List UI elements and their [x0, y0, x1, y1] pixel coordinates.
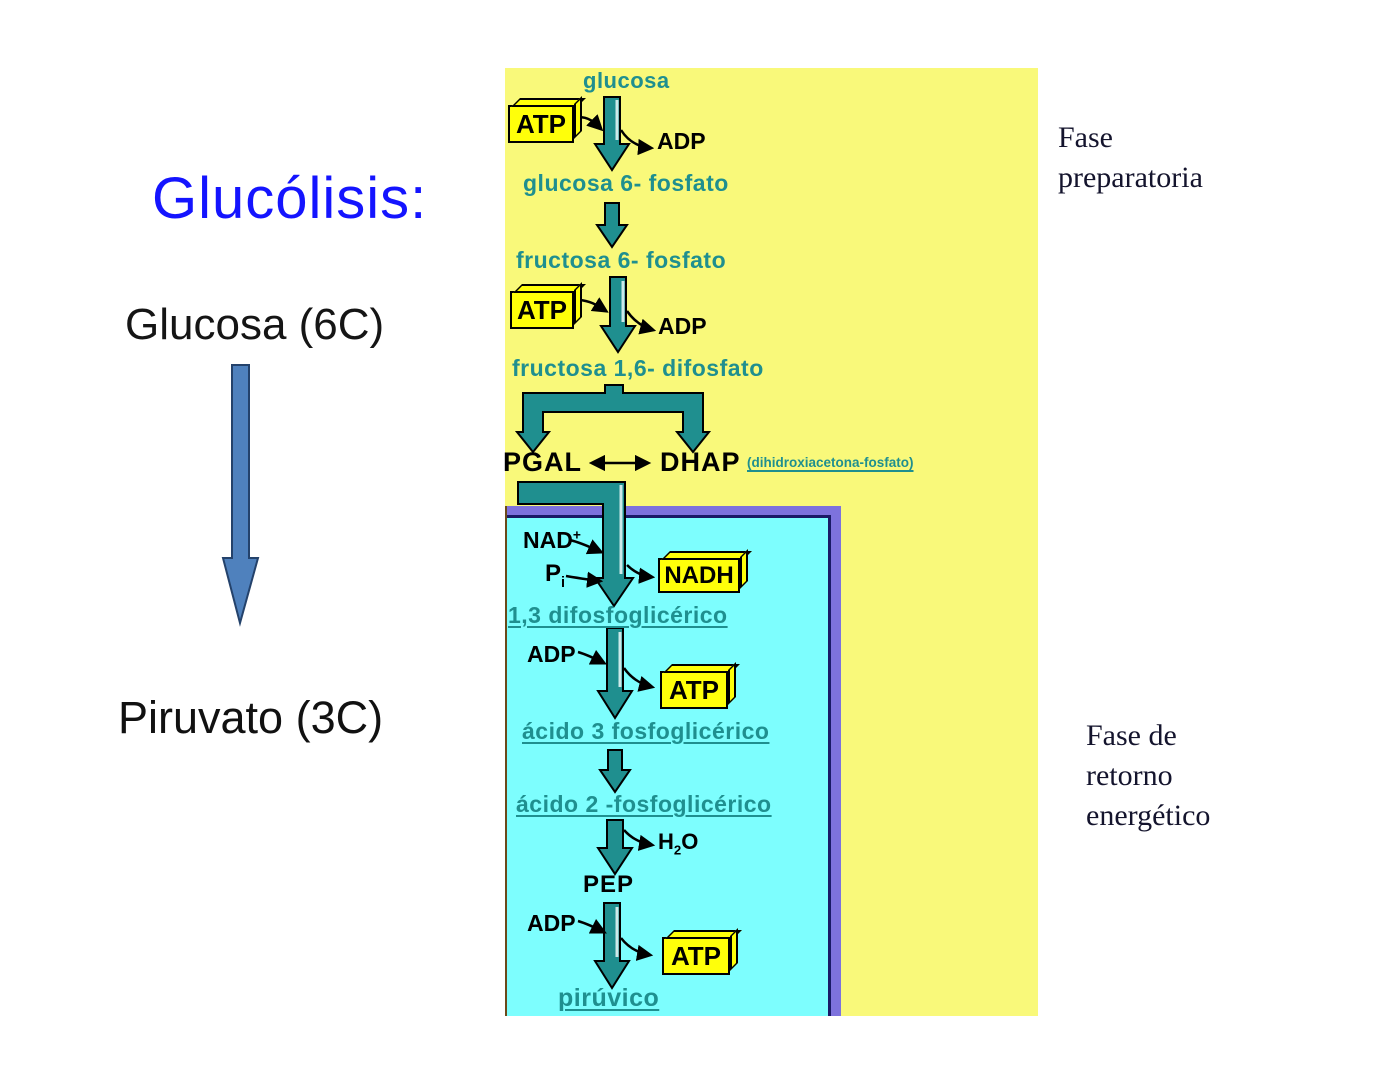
- atp-chip-1: ATP: [508, 105, 574, 143]
- atp-chip-2: ATP: [510, 291, 574, 329]
- product-label: Piruvato (3C): [118, 692, 384, 743]
- phase-energy-return-line2: retorno: [1086, 759, 1173, 792]
- cofactor-adp-3: ADP: [527, 641, 576, 667]
- metabolite-dhap: DHAP: [660, 447, 741, 477]
- h2o-h: H: [658, 829, 674, 854]
- metabolite-fructosa-16-difosfato: fructosa 1,6- difosfato: [512, 355, 764, 381]
- p-sub: i: [561, 574, 566, 591]
- metabolite-pep: PEP: [583, 871, 635, 898]
- cofactor-adp-2: ADP: [658, 313, 707, 339]
- page-title: Glucólisis:: [152, 166, 428, 231]
- metabolite-acido-2-fosfoglicerico: ácido 2 -fosfoglicérico: [516, 791, 772, 817]
- cofactor-adp-1: ADP: [657, 128, 706, 154]
- p-base: P: [545, 560, 562, 587]
- cofactor-pi: Pi: [545, 560, 565, 591]
- phase-preparatory-line2: preparatoria: [1058, 161, 1203, 194]
- big-down-arrow: [221, 364, 260, 627]
- metabolite-pgal: PGAL: [503, 447, 583, 477]
- atp-chip-4: ATP: [662, 937, 730, 975]
- h2o-sub: 2: [673, 842, 682, 858]
- cofactor-adp-4: ADP: [527, 910, 576, 936]
- substrate-label: Glucosa (6C): [125, 300, 385, 349]
- metabolite-fructosa-6-fosfato: fructosa 6- fosfato: [516, 247, 727, 273]
- metabolite-piruvico: pirúvico: [558, 984, 660, 1012]
- atp-chip-3: ATP: [660, 671, 728, 709]
- phase-preparatory-line1: Fase: [1058, 121, 1113, 154]
- nad-base: NAD: [523, 527, 573, 553]
- metabolite-glucosa-6-fosfato: glucosa 6- fosfato: [523, 170, 729, 196]
- metabolite-13-difosfoglicerico: 1,3 difosfoglicérico: [508, 602, 728, 628]
- nadh-chip: NADH: [658, 558, 740, 593]
- metabolite-dhap-full-name: (dihidroxiacetona-fosfato): [747, 455, 914, 470]
- cofactor-nad-plus: NAD+: [523, 527, 581, 554]
- phase-energy-return-line3: energético: [1086, 799, 1211, 832]
- nad-sup: +: [572, 527, 581, 543]
- metabolite-acido-3-fosfoglicerico: ácido 3 fosfoglicérico: [522, 718, 770, 744]
- cofactor-h2o: H2O: [658, 829, 698, 857]
- h2o-o: O: [681, 829, 699, 854]
- phase-energy-return-label: Fase de retorno energético: [1086, 716, 1210, 836]
- phase-preparatory-label: Fase preparatoria: [1058, 118, 1203, 198]
- metabolite-glucosa: glucosa: [583, 68, 670, 93]
- phase-energy-return-line1: Fase de: [1086, 719, 1177, 752]
